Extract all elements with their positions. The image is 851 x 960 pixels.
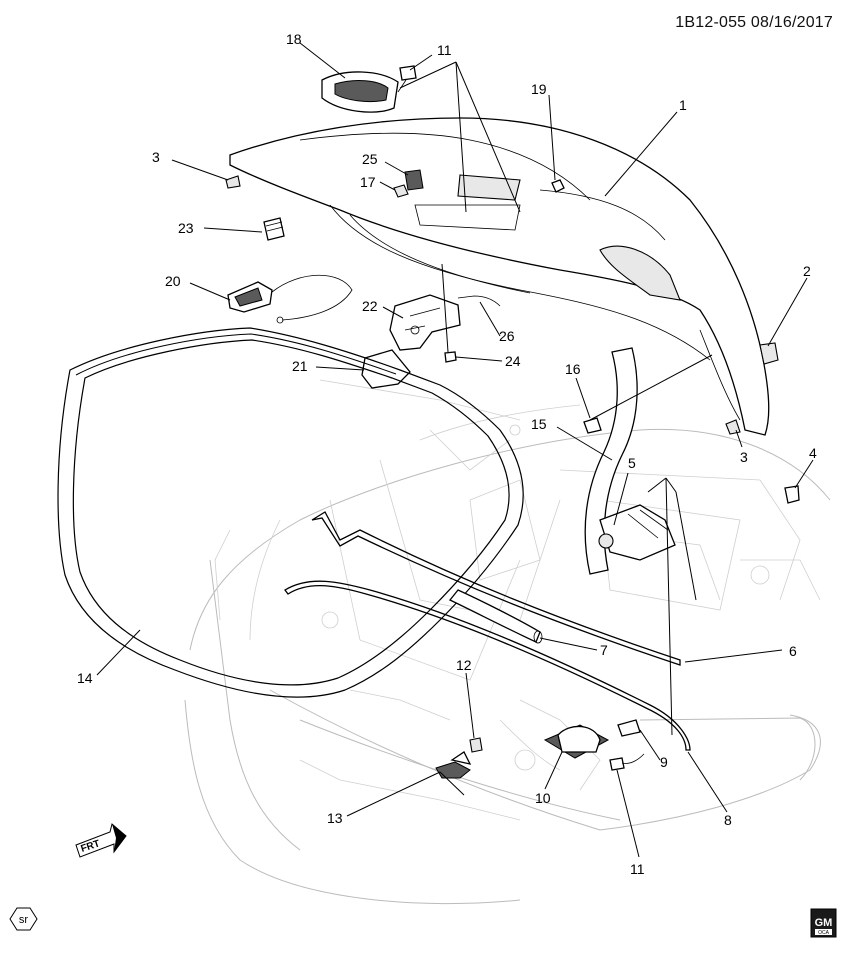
callout-11-bottom: 11 xyxy=(630,861,645,877)
release-switch-20 xyxy=(227,274,353,324)
vehicle-body-outline xyxy=(184,379,831,905)
leader-lines xyxy=(96,42,814,858)
callout-labels: 18 11 19 1 3 25 17 23 2 20 22 26 21 24 1… xyxy=(77,31,817,877)
callout-16: 16 xyxy=(565,361,581,377)
hinge-5 xyxy=(598,504,676,561)
fastener-12 xyxy=(469,737,483,753)
callout-7: 7 xyxy=(600,642,608,658)
callout-26: 26 xyxy=(499,328,515,344)
callout-13: 13 xyxy=(327,810,343,826)
bolt-24 xyxy=(444,351,457,363)
callout-14: 14 xyxy=(77,670,93,686)
nut-17 xyxy=(393,184,409,198)
plug-25 xyxy=(404,169,424,191)
connector-9 xyxy=(617,719,641,737)
callout-23: 23 xyxy=(178,220,194,236)
callout-2: 2 xyxy=(803,263,811,279)
bumper-23 xyxy=(263,217,285,241)
motor-10 xyxy=(543,724,610,759)
callout-20: 20 xyxy=(165,273,181,289)
callout-5: 5 xyxy=(628,455,636,471)
weatherstrip-14 xyxy=(57,327,524,698)
callout-25: 25 xyxy=(362,151,378,167)
clip-11-bottom xyxy=(609,753,645,771)
handle-garnish-18 xyxy=(321,71,399,113)
bumper-3-left xyxy=(225,175,241,189)
harness-26 xyxy=(457,295,501,307)
callout-4: 4 xyxy=(809,445,817,461)
callout-12: 12 xyxy=(456,657,472,673)
callout-3-left: 3 xyxy=(152,149,160,165)
callout-17: 17 xyxy=(360,174,376,190)
handle-13 xyxy=(435,751,472,779)
strut-7 xyxy=(448,589,543,644)
callout-21: 21 xyxy=(292,358,308,374)
svg-text:GM: GM xyxy=(815,917,833,929)
document-id: 1B12-055 08/16/2017 xyxy=(675,14,833,31)
latch-22 xyxy=(389,294,461,351)
latch-cover-21 xyxy=(361,349,411,389)
bolt-16 xyxy=(583,417,602,434)
cap-2 xyxy=(759,342,779,365)
hinge-strap-15 xyxy=(584,347,638,575)
svg-text:OCA: OCA xyxy=(818,930,830,936)
gm-logo: GM OCA xyxy=(810,908,837,938)
nut-19 xyxy=(551,179,565,193)
front-direction-arrow: FRT xyxy=(75,823,127,858)
callout-19: 19 xyxy=(531,81,547,97)
deck-lid xyxy=(229,117,770,436)
cable-8 xyxy=(284,580,691,751)
callout-24: 24 xyxy=(505,353,521,369)
callout-15: 15 xyxy=(531,416,547,432)
clip-11-top xyxy=(397,65,417,93)
callout-22: 22 xyxy=(362,298,378,314)
callout-9: 9 xyxy=(660,754,668,770)
bolt-4 xyxy=(784,485,800,504)
callout-1: 1 xyxy=(679,97,687,113)
bumper-3-right xyxy=(725,419,741,435)
callout-3-right: 3 xyxy=(740,449,748,465)
callout-11-top: 11 xyxy=(437,42,452,58)
callout-10: 10 xyxy=(535,790,551,806)
sr-label: sr xyxy=(19,914,29,926)
callout-18: 18 xyxy=(286,31,302,47)
frt-label: FRT xyxy=(80,838,102,854)
callout-6: 6 xyxy=(789,643,797,659)
callout-8: 8 xyxy=(724,812,732,828)
release-rod-6 xyxy=(311,511,681,666)
sr-stamp: sr xyxy=(9,907,38,931)
